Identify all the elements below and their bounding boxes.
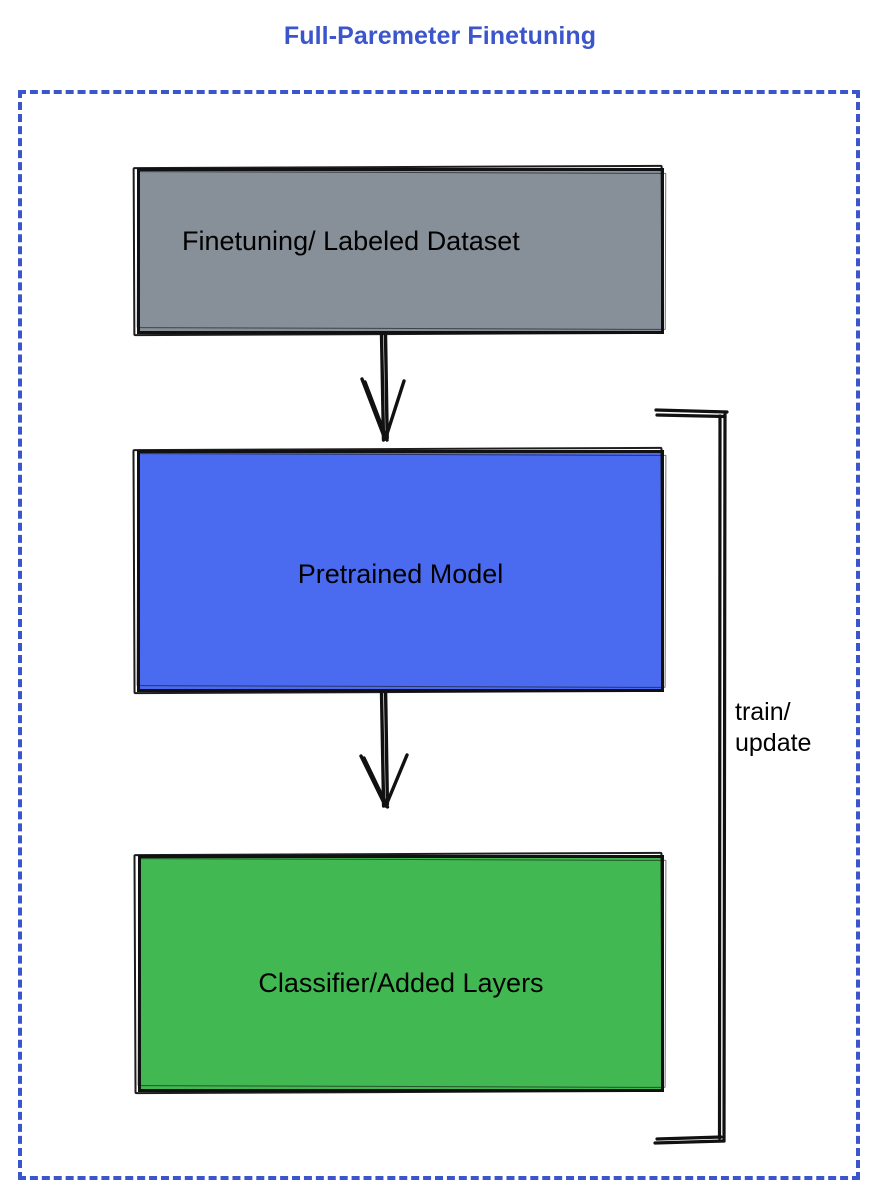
node-pretrained-model[interactable]: Pretrained Model <box>137 450 664 692</box>
node-classifier[interactable]: Classifier/Added Layers <box>138 855 664 1092</box>
node-dataset-label: Finetuning/ Labeled Dataset <box>182 226 520 256</box>
node-pretrained-model-label: Pretrained Model <box>297 559 504 589</box>
diagram-boundary <box>18 90 860 1180</box>
edge-feedback-loop-label: train/ update <box>735 697 865 758</box>
node-classifier-label: Classifier/Added Layers <box>258 968 544 998</box>
page-title: Full-Paremeter Finetuning <box>283 22 597 50</box>
edge-feedback-loop-label-line1: train/ <box>735 698 791 726</box>
node-dataset[interactable]: Finetuning/ Labeled Dataset <box>137 168 664 334</box>
edge-feedback-loop-label-line2: update <box>735 728 812 757</box>
